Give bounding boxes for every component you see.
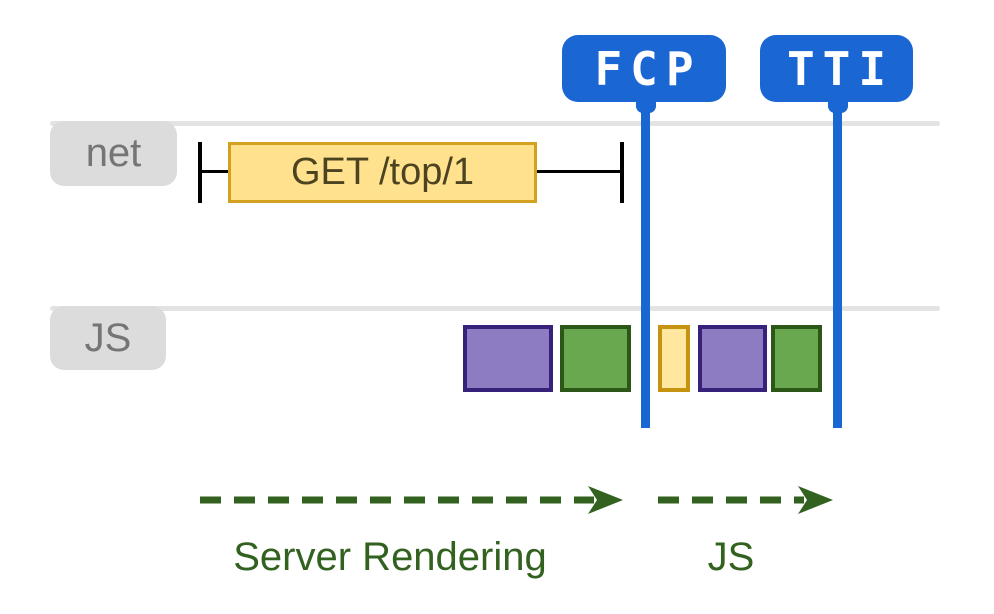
request-end-tick bbox=[620, 142, 624, 203]
network-request-bar: GET /top/1 bbox=[228, 142, 537, 203]
js-task-block-1-purple bbox=[463, 325, 553, 392]
net-track-line bbox=[50, 121, 940, 126]
server-rendering-arrow-head-icon bbox=[588, 486, 623, 514]
js-arrow-head-icon bbox=[798, 486, 833, 514]
js-task-block-5-green bbox=[771, 325, 822, 392]
request-start-connector bbox=[202, 170, 228, 173]
tti-badge: TTI bbox=[760, 35, 913, 102]
js-track-line bbox=[50, 306, 940, 311]
tti-marker-line bbox=[833, 108, 842, 428]
request-start-tick bbox=[198, 142, 202, 203]
js-phase-label: JS bbox=[707, 535, 755, 579]
fcp-marker-line bbox=[641, 108, 650, 428]
server-rendering-phase-label: Server Rendering bbox=[233, 535, 547, 579]
js-task-block-4-purple bbox=[698, 325, 767, 392]
net-track-label: net bbox=[50, 121, 177, 186]
fcp-badge: FCP bbox=[562, 35, 726, 102]
request-end-connector bbox=[537, 170, 621, 173]
js-track-label: JS bbox=[50, 306, 166, 370]
js-task-block-2-green bbox=[560, 325, 631, 392]
js-task-block-3-yellow bbox=[658, 325, 690, 392]
